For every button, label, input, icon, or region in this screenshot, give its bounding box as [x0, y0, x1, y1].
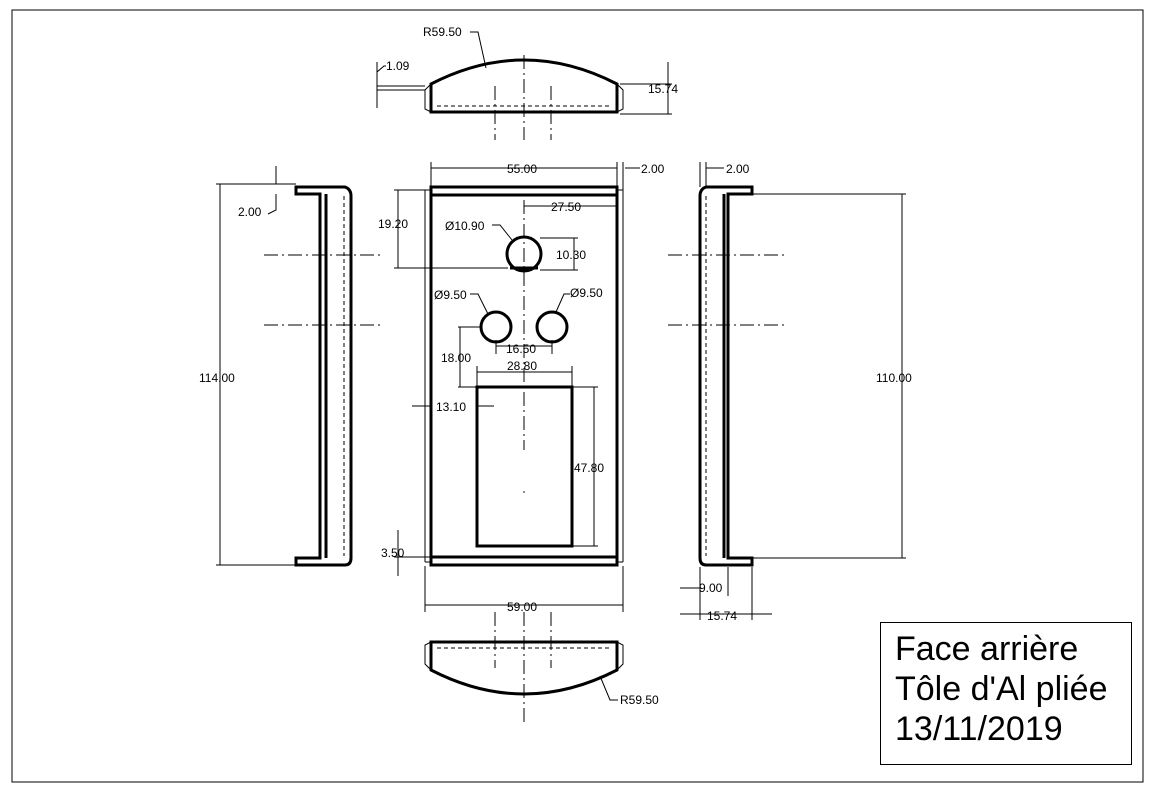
title-line-1: Face arrière — [895, 630, 1079, 668]
dim-hole-big-diameter: Ø10.90 — [445, 219, 485, 233]
dim-right-depth: 15.74 — [707, 609, 737, 623]
dim-hole-right-diameter: Ø9.50 — [570, 286, 603, 300]
dim-rect-y: 18.00 — [441, 351, 471, 365]
dim-inner-width: 55.00 — [507, 162, 537, 176]
dim-outer-width: 59.00 — [507, 600, 537, 614]
dim-rect-x: 13.10 — [436, 400, 466, 414]
right-side-view: 110.00 9.00 15.74 — [680, 185, 912, 623]
dim-bottom-offset: 3.50 — [381, 546, 405, 560]
title-line-2: Tôle d'Al pliée — [895, 670, 1108, 708]
dim-hole-x: 27.50 — [551, 200, 581, 214]
dim-flange-left: 2.00 — [641, 162, 665, 176]
top-profile-view: R59.50 1.09 15.74 — [376, 25, 678, 140]
dim-right-height: 110.00 — [876, 371, 912, 385]
dim-left-flange: 2.00 — [238, 205, 262, 219]
dim-hole-left-diameter: Ø9.50 — [434, 288, 467, 302]
dim-rect-height: 47.80 — [574, 461, 604, 475]
dim-hole-top: 19.20 — [378, 217, 408, 231]
dim-right-offset: 9.00 — [699, 581, 723, 595]
dim-flange-right: 2.00 — [726, 162, 750, 176]
drawing-border — [11, 9, 1144, 783]
dim-top-height: 15.74 — [648, 82, 678, 96]
left-side-view: 114.00 2.00 — [199, 166, 353, 567]
dim-bottom-radius: R59.50 — [620, 693, 659, 707]
dim-top-offset: 1.09 — [386, 59, 410, 73]
dim-hole-spacing: 16.50 — [506, 342, 536, 356]
dim-top-radius: R59.50 — [423, 25, 462, 39]
dim-left-height: 114.00 — [199, 371, 235, 385]
front-view: 55.00 2.00 2.00 19.20 27.50 Ø10.90 10.30… — [264, 162, 784, 614]
title-date: 13/11/2019 — [895, 710, 1063, 748]
title-block: Face arrière Tôle d'Al pliée 13/11/2019 — [880, 622, 1132, 765]
dim-rect-width: 28.80 — [507, 359, 537, 373]
bottom-profile-view: R59.50 — [424, 612, 659, 725]
dim-hole-big-y: 10.30 — [556, 248, 586, 262]
